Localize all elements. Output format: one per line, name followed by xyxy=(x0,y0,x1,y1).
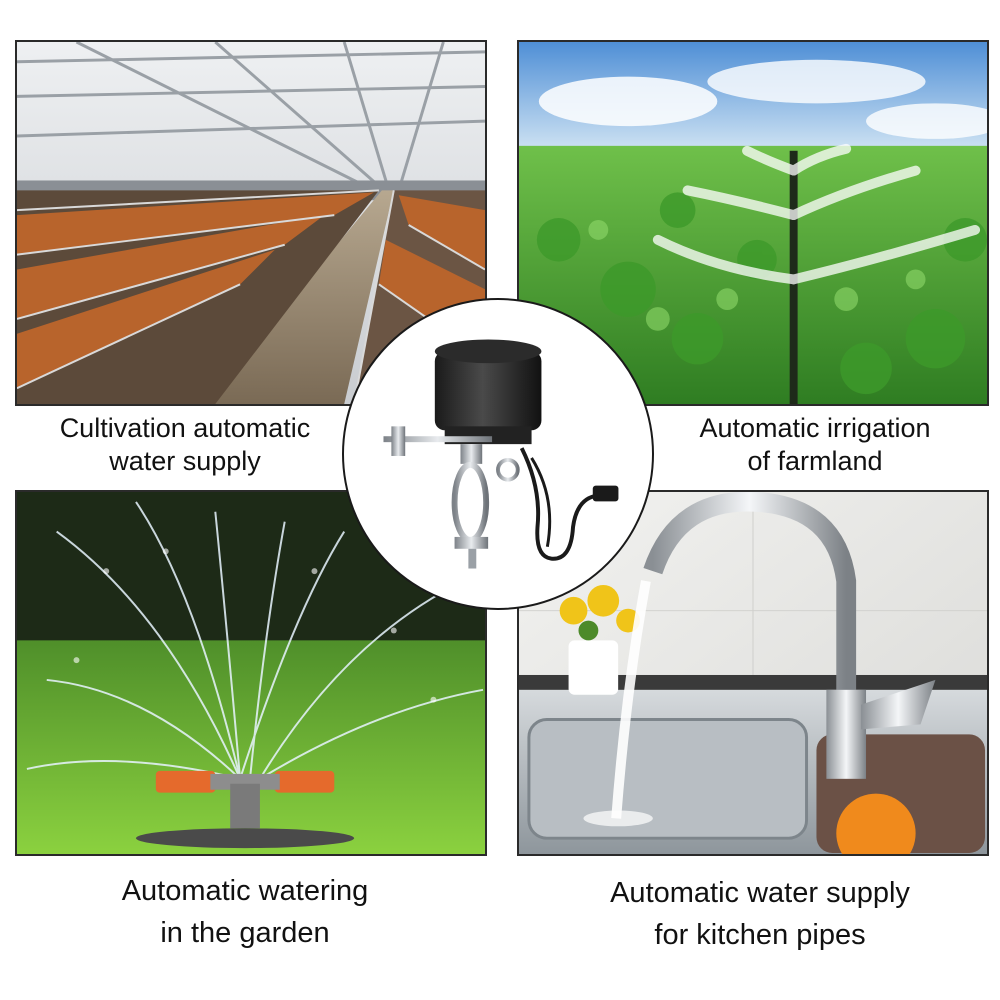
caption-cultivation: Cultivation automatic water supply xyxy=(20,412,350,478)
caption-line: for kitchen pipes xyxy=(654,919,866,951)
poultry-house-photo xyxy=(15,40,487,406)
caption-line: Cultivation automatic xyxy=(59,413,311,443)
caption-line: of farmland xyxy=(747,446,883,476)
caption-line: Automatic irrigation xyxy=(699,413,931,443)
caption-garden: Automatic watering in the garden xyxy=(60,870,430,954)
caption-line: Automatic watering xyxy=(121,875,369,907)
kitchen-faucet-photo xyxy=(517,490,989,856)
caption-line: Automatic water supply xyxy=(610,877,910,909)
caption-line: water supply xyxy=(109,446,261,476)
water-valve-controller-icon xyxy=(342,298,654,610)
caption-farmland: Automatic irrigation of farmland xyxy=(650,412,980,478)
caption-kitchen: Automatic water supply for kitchen pipes xyxy=(555,872,965,956)
caption-line: in the garden xyxy=(160,917,330,949)
